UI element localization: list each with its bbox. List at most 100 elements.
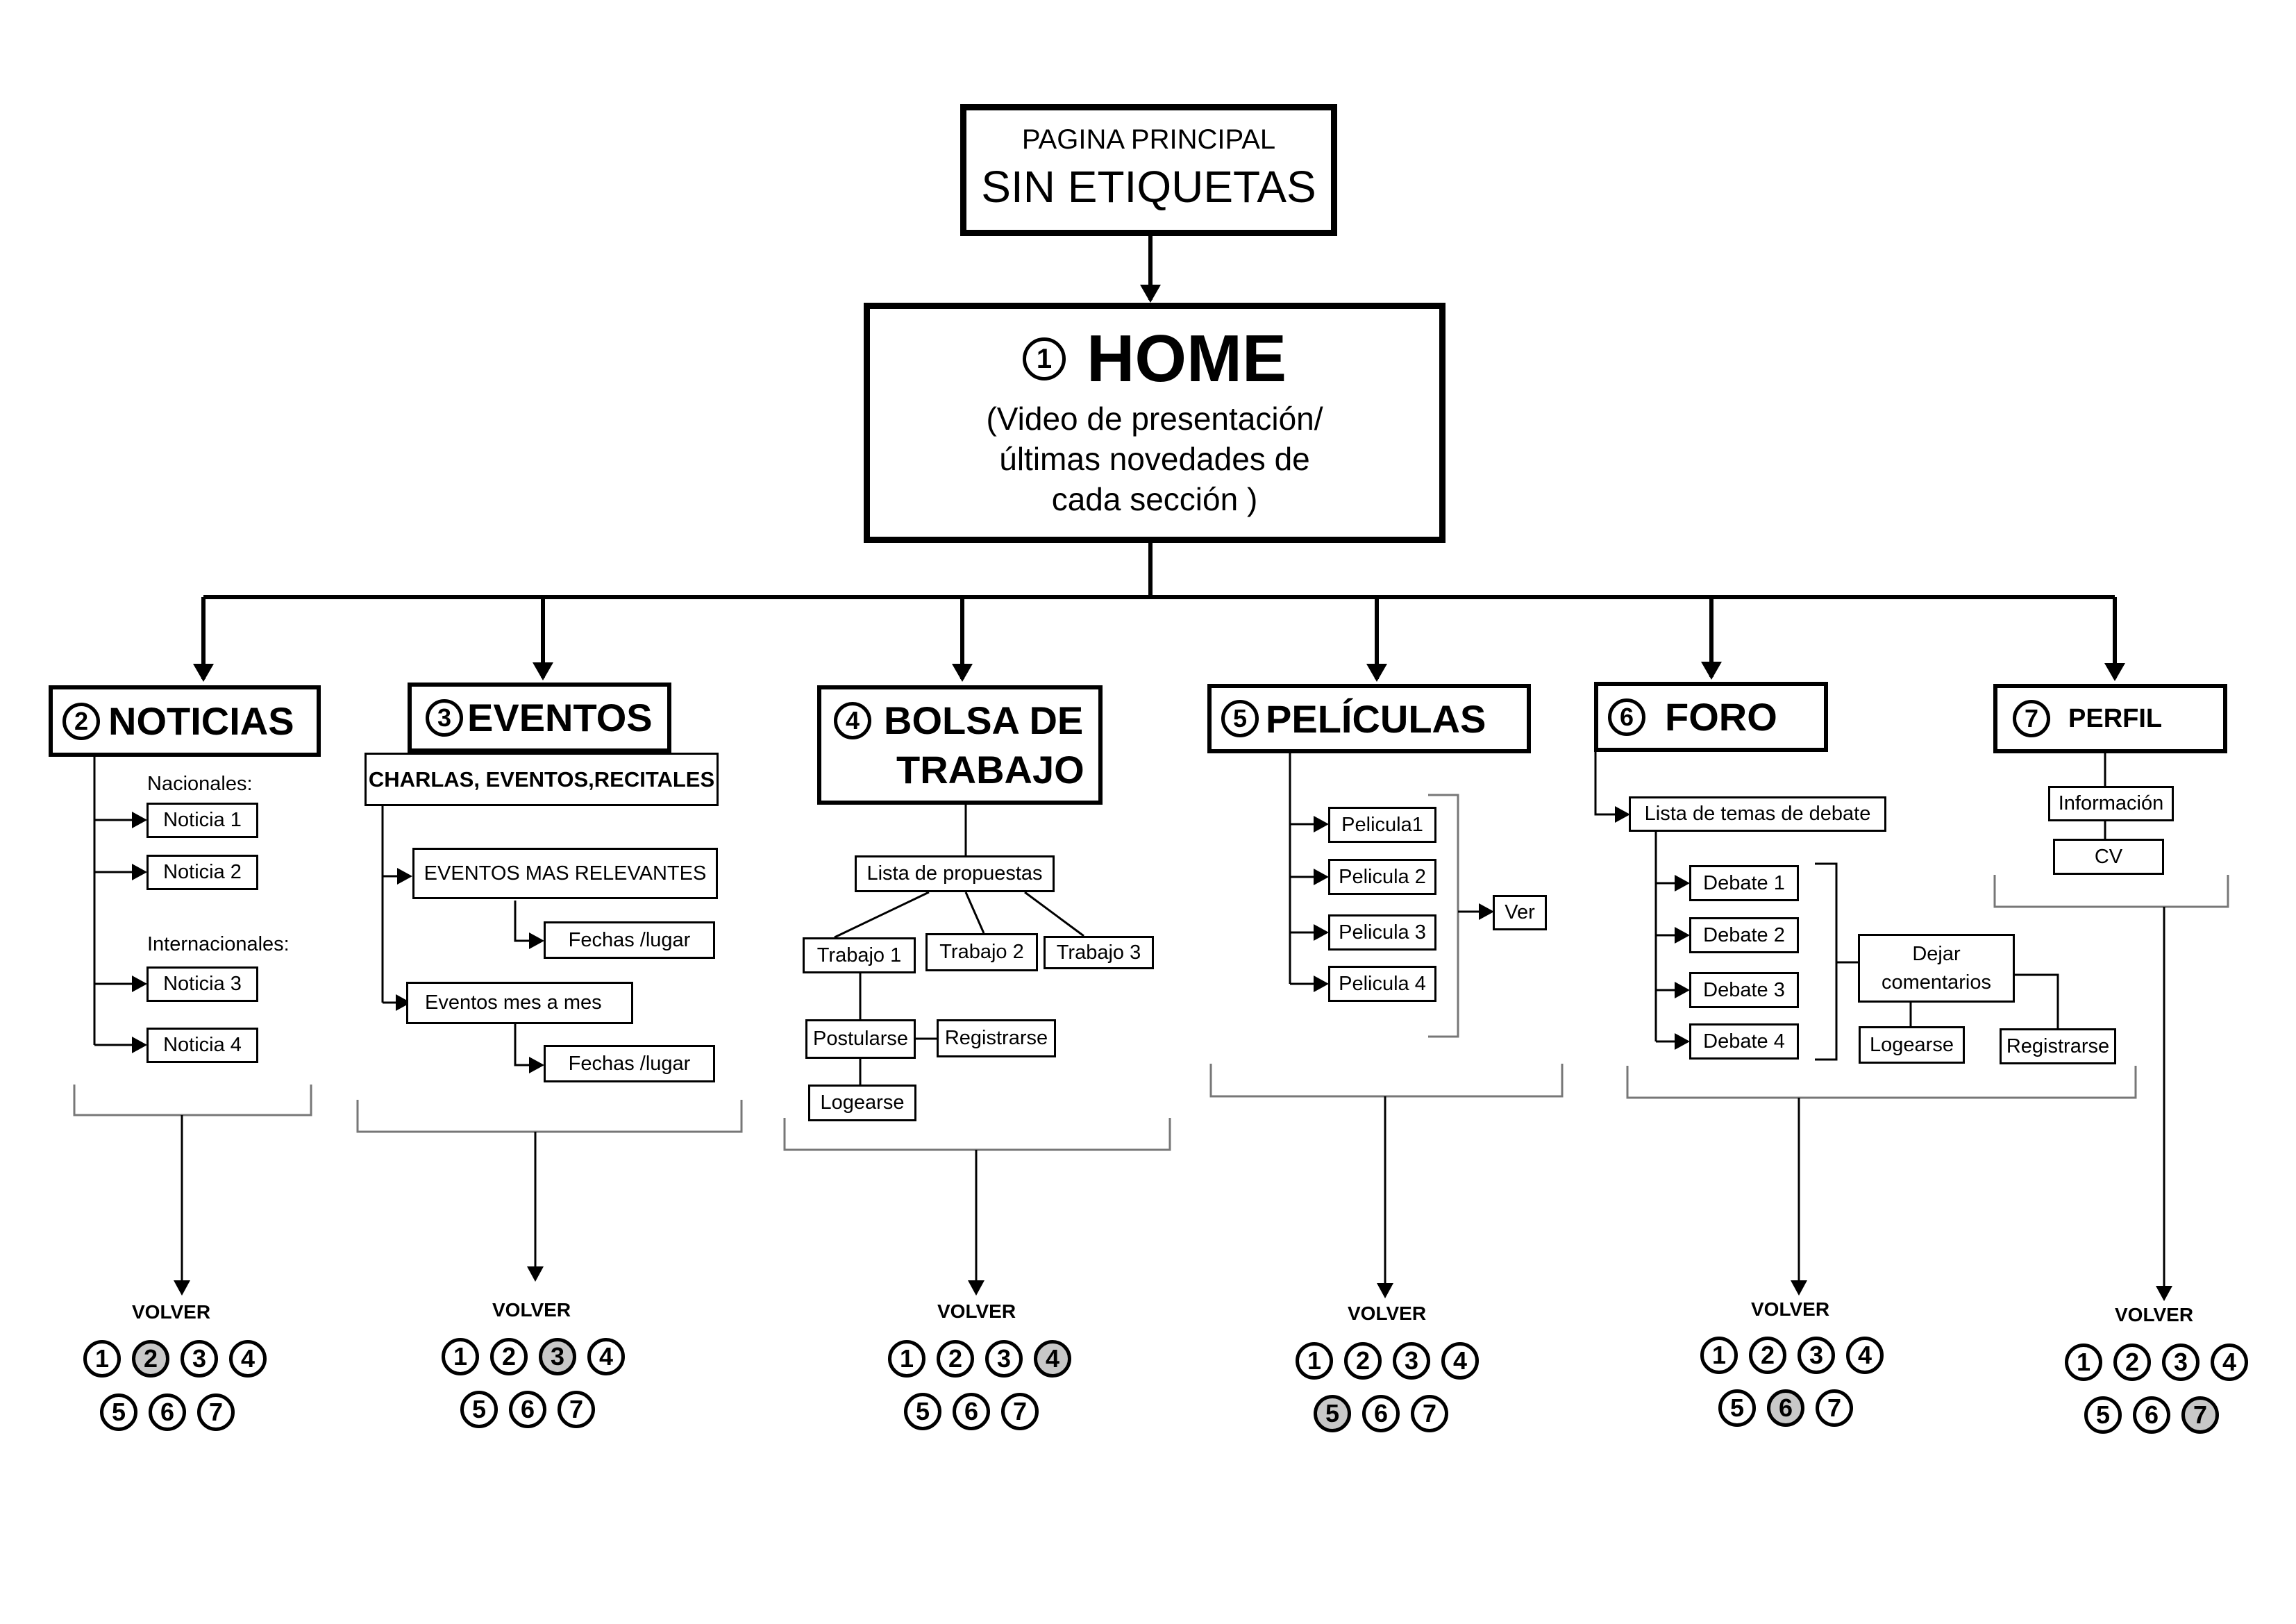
noticias-title: NOTICIAS xyxy=(108,699,294,743)
logearse-foro-box[interactable]: Logearse xyxy=(1859,1026,1965,1064)
informacion-box[interactable]: Información xyxy=(2048,786,2174,821)
foro-box[interactable]: 6 FORO xyxy=(1594,682,1828,752)
nav-circle-peliculas-3[interactable]: 3 xyxy=(1393,1342,1430,1380)
foro-title: FORO xyxy=(1665,695,1777,739)
nav-circle-peliculas-6[interactable]: 6 xyxy=(1362,1395,1400,1432)
noticias-box[interactable]: 2 NOTICIAS xyxy=(49,685,321,757)
nav-circle-perfil-1[interactable]: 1 xyxy=(2065,1343,2102,1381)
nav-circle-bolsa-2[interactable]: 2 xyxy=(937,1340,974,1378)
registrarse-bolsa-box[interactable]: Registrarse xyxy=(937,1019,1056,1057)
postularse-box[interactable]: Postularse xyxy=(805,1019,916,1059)
nav-circle-eventos-1[interactable]: 1 xyxy=(442,1338,479,1375)
nav-circle-perfil-5[interactable]: 5 xyxy=(2084,1396,2122,1434)
sin-etiquetas-label: SIN ETIQUETAS xyxy=(981,161,1316,212)
pelicula-4-box[interactable]: Pelicula 4 xyxy=(1328,966,1436,1002)
lista-temas-debate-box[interactable]: Lista de temas de debate xyxy=(1629,796,1886,832)
lista-propuestas-box[interactable]: Lista de propuestas xyxy=(855,855,1055,892)
volver-label-eventos: VOLVER xyxy=(492,1299,571,1321)
home-desc-3: cada sección ) xyxy=(1051,481,1258,517)
nav-circle-peliculas-7[interactable]: 7 xyxy=(1411,1395,1448,1432)
ver-box[interactable]: Ver xyxy=(1493,895,1547,930)
debate-3-box[interactable]: Debate 3 xyxy=(1689,972,1799,1008)
nav-circle-bolsa-5[interactable]: 5 xyxy=(904,1393,941,1430)
noticia-3-box[interactable]: Noticia 3 xyxy=(146,966,258,1002)
nav-circle-peliculas-4[interactable]: 4 xyxy=(1441,1342,1479,1380)
trabajo-2-box[interactable]: Trabajo 2 xyxy=(925,933,1038,971)
peliculas-box[interactable]: 5 PELÍCULAS xyxy=(1207,684,1531,753)
volver-label-perfil: VOLVER xyxy=(2115,1304,2194,1325)
nav-circle-bolsa-1[interactable]: 1 xyxy=(888,1340,925,1378)
debate-1-box[interactable]: Debate 1 xyxy=(1689,865,1799,901)
perfil-box[interactable]: 7 PERFIL xyxy=(1993,684,2227,753)
nav-circle-eventos-2[interactable]: 2 xyxy=(490,1338,528,1375)
volver-label-bolsa: VOLVER xyxy=(937,1300,1016,1322)
eventos-box[interactable]: 3 EVENTOS xyxy=(408,683,671,753)
eventos-relevantes-box[interactable]: EVENTOS MAS RELEVANTES xyxy=(412,848,718,899)
pelicula-3-box[interactable]: Pelicula 3 xyxy=(1328,914,1436,951)
fechas-lugar-1-box[interactable]: Fechas /lugar xyxy=(544,921,715,959)
nav-circle-foro-7[interactable]: 7 xyxy=(1816,1389,1853,1427)
nav-circle-foro-1[interactable]: 1 xyxy=(1700,1337,1738,1374)
nav-circle-noticias-2[interactable]: 2 xyxy=(132,1340,169,1378)
nav-circle-perfil-7[interactable]: 7 xyxy=(2181,1396,2219,1434)
nav-circle-eventos-4[interactable]: 4 xyxy=(587,1338,625,1375)
pelicula-1-box[interactable]: Pelicula1 xyxy=(1328,807,1436,843)
debate-2-box[interactable]: Debate 2 xyxy=(1689,917,1799,953)
internacionales-label: Internacionales: xyxy=(147,933,290,955)
volver-label-foro: VOLVER xyxy=(1751,1298,1830,1320)
nav-circle-foro-6[interactable]: 6 xyxy=(1767,1389,1804,1427)
bolsa-title-1: BOLSA DE xyxy=(884,698,1084,742)
trabajo-3-box[interactable]: Trabajo 3 xyxy=(1044,936,1154,969)
nav-circle-noticias-6[interactable]: 6 xyxy=(149,1393,186,1431)
nav-circle-noticias-5[interactable]: 5 xyxy=(100,1393,137,1431)
pagina-principal-box: PAGINA PRINCIPAL SIN ETIQUETAS xyxy=(960,104,1337,236)
nav-circle-eventos-3[interactable]: 3 xyxy=(539,1338,576,1375)
cv-box[interactable]: CV xyxy=(2053,839,2164,875)
nav-circle-foro-3[interactable]: 3 xyxy=(1798,1337,1835,1374)
pelicula-2-box[interactable]: Pelicula 2 xyxy=(1328,859,1436,895)
charlas-eventos-recitales-box[interactable]: CHARLAS, EVENTOS,RECITALES xyxy=(364,753,719,806)
noticia-2-box[interactable]: Noticia 2 xyxy=(146,855,258,890)
nav-circle-bolsa-6[interactable]: 6 xyxy=(953,1393,990,1430)
nav-circle-peliculas-5[interactable]: 5 xyxy=(1314,1395,1351,1432)
home-number-badge: 1 xyxy=(1023,337,1066,380)
home-heading: 1 HOME xyxy=(1023,321,1287,397)
noticia-4-box[interactable]: Noticia 4 xyxy=(146,1028,258,1063)
nav-circle-eventos-6[interactable]: 6 xyxy=(509,1391,546,1428)
nav-circle-peliculas-1[interactable]: 1 xyxy=(1296,1342,1333,1380)
bolsa-trabajo-box[interactable]: 4 BOLSA DE TRABAJO xyxy=(817,685,1103,805)
logearse-bolsa-box[interactable]: Logearse xyxy=(808,1085,916,1121)
nav-circle-foro-5[interactable]: 5 xyxy=(1718,1389,1756,1427)
home-box[interactable]: 1 HOME (Video de presentación/ últimas n… xyxy=(864,303,1446,543)
nav-circle-noticias-4[interactable]: 4 xyxy=(229,1340,267,1378)
volver-label-noticias: VOLVER xyxy=(132,1301,211,1323)
nav-circle-noticias-3[interactable]: 3 xyxy=(181,1340,218,1378)
trabajo-1-box[interactable]: Trabajo 1 xyxy=(803,937,916,973)
nav-circle-peliculas-2[interactable]: 2 xyxy=(1344,1342,1382,1380)
nacionales-label: Nacionales: xyxy=(147,773,253,795)
dejar-comentarios-box[interactable]: Dejar comentarios xyxy=(1858,934,2015,1003)
home-title: HOME xyxy=(1087,321,1287,396)
debate-4-box[interactable]: Debate 4 xyxy=(1689,1023,1799,1060)
nav-circle-eventos-5[interactable]: 5 xyxy=(460,1391,498,1428)
bolsa-title-2: TRABAJO xyxy=(896,748,1084,792)
noticia-1-box[interactable]: Noticia 1 xyxy=(146,803,258,838)
nav-circle-noticias-7[interactable]: 7 xyxy=(197,1393,235,1431)
peliculas-title: PELÍCULAS xyxy=(1266,696,1486,741)
eventos-number-badge: 3 xyxy=(426,698,463,737)
nav-circle-foro-4[interactable]: 4 xyxy=(1846,1337,1884,1374)
nav-circle-bolsa-7[interactable]: 7 xyxy=(1001,1393,1039,1430)
nav-circle-perfil-6[interactable]: 6 xyxy=(2133,1396,2170,1434)
nav-circle-bolsa-4[interactable]: 4 xyxy=(1034,1340,1071,1378)
nav-circle-noticias-1[interactable]: 1 xyxy=(83,1340,121,1378)
registrarse-foro-box[interactable]: Registrarse xyxy=(2000,1028,2116,1064)
nav-circle-foro-2[interactable]: 2 xyxy=(1749,1337,1786,1374)
fechas-lugar-2-box[interactable]: Fechas /lugar xyxy=(544,1045,715,1082)
nav-circle-perfil-3[interactable]: 3 xyxy=(2162,1343,2199,1381)
nav-circle-eventos-7[interactable]: 7 xyxy=(558,1391,595,1428)
nav-circle-perfil-2[interactable]: 2 xyxy=(2113,1343,2151,1381)
nav-circle-perfil-4[interactable]: 4 xyxy=(2211,1343,2248,1381)
eventos-mes-a-mes-box[interactable]: Eventos mes a mes xyxy=(406,982,633,1024)
dejar-label: Dejar xyxy=(1912,942,1961,965)
nav-circle-bolsa-3[interactable]: 3 xyxy=(985,1340,1023,1378)
